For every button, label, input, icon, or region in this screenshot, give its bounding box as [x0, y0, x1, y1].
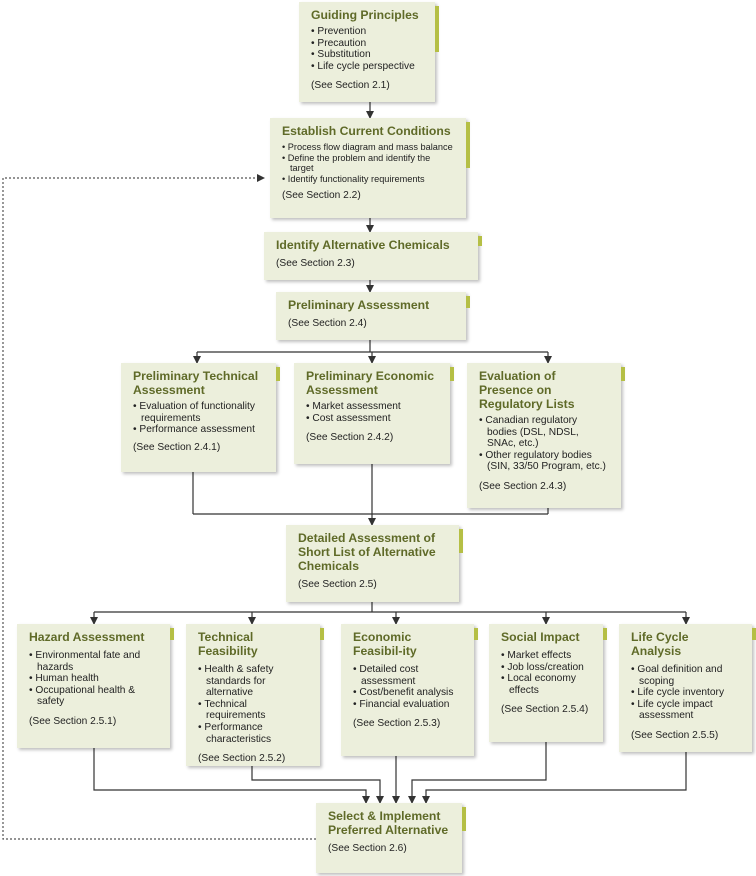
- list-item: Performance characteristics: [198, 722, 308, 745]
- list-item: Local economy effects: [501, 673, 591, 696]
- list-item: Life cycle inventory: [631, 687, 740, 699]
- node-items: Evaluation of functionality requirements…: [133, 401, 264, 436]
- list-item: Technical requirements: [198, 699, 308, 722]
- node-title: Evaluation of Presence on Regulatory Lis…: [479, 369, 575, 411]
- node-title: Life Cycle Analysis: [631, 630, 689, 658]
- list-item: Other regulatory bodies (SIN, 33/50 Prog…: [479, 450, 609, 473]
- node-identify-alternative-chemicals: Identify Alternative Chemicals (See Sect…: [264, 232, 482, 280]
- list-item: Canadian regulatory bodies (DSL, NDSL, S…: [479, 415, 609, 450]
- node-technical-feasibility: Technical Feasibility Health & safety st…: [186, 624, 324, 766]
- list-item: Cost assessment: [306, 413, 438, 425]
- list-item: Cost/benefit analysis: [353, 687, 462, 699]
- list-item: Prevention: [311, 26, 423, 38]
- list-item: Life cycle impact assessment: [631, 699, 740, 722]
- list-item: Environmental fate and hazards: [29, 650, 158, 673]
- section-reference: (See Section 2.3): [276, 258, 355, 269]
- section-reference: (See Section 2.5.3): [353, 718, 441, 730]
- list-item: Identify functionality requirements: [282, 174, 454, 185]
- node-title: Preliminary Assessment: [288, 298, 430, 312]
- section-reference: (See Section 2.6): [328, 843, 407, 854]
- list-item: Job loss/creation: [501, 662, 591, 674]
- section-reference: (See Section 2.4.1): [133, 441, 221, 453]
- list-item: Evaluation of functionality requirements: [133, 401, 264, 424]
- node-title: Establish Current Conditions: [282, 124, 451, 138]
- node-title: Select & Implement Preferred Alternative: [328, 809, 449, 837]
- section-reference: (See Section 2.5.5): [631, 729, 719, 741]
- node-preliminary-economic-assessment: Preliminary Economic Assessment Market a…: [294, 363, 454, 464]
- node-title: Social Impact: [501, 630, 580, 644]
- section-reference: (See Section 2.5.1): [29, 715, 117, 727]
- list-item: Health & safety standards for alternativ…: [198, 664, 308, 699]
- section-reference: (See Section 2.2): [282, 190, 361, 202]
- node-establish-current-conditions: Establish Current Conditions Process flo…: [270, 118, 470, 218]
- node-social-impact: Social Impact Market effects Job loss/cr…: [489, 624, 607, 742]
- list-item: Financial evaluation: [353, 699, 462, 711]
- section-reference: (See Section 2.1): [311, 80, 390, 92]
- list-item: Substitution: [311, 49, 423, 61]
- node-preliminary-assessment: Preliminary Assessment (See Section 2.4): [276, 292, 470, 340]
- node-items: Goal definition and scoping Life cycle i…: [631, 664, 740, 722]
- list-item: Define the problem and identify the targ…: [282, 153, 454, 174]
- node-economic-feasibility: Economic Feasibil-ity Detailed cost asse…: [341, 624, 478, 756]
- list-item: Detailed cost assessment: [353, 664, 462, 687]
- node-title: Preliminary Technical Assessment: [133, 369, 259, 397]
- node-items: Environmental fate and hazards Human hea…: [29, 650, 158, 708]
- node-guiding-principles: Guiding Principles Prevention Precaution…: [299, 2, 439, 102]
- list-item: Goal definition and scoping: [631, 664, 740, 687]
- node-title: Economic Feasibil-ity: [353, 630, 417, 658]
- section-reference: (See Section 2.4): [288, 318, 367, 329]
- node-regulatory-lists: Evaluation of Presence on Regulatory Lis…: [467, 363, 625, 508]
- section-reference: (See Section 2.4.2): [306, 432, 394, 444]
- node-items: Canadian regulatory bodies (DSL, NDSL, S…: [479, 415, 609, 473]
- node-items: Market assessment Cost assessment: [306, 401, 438, 424]
- list-item: Process flow diagram and mass balance: [282, 142, 454, 153]
- node-items: Detailed cost assessment Cost/benefit an…: [353, 664, 462, 710]
- node-title: Detailed Assessment of Short List of Alt…: [298, 531, 436, 573]
- node-title: Technical Feasibility: [198, 630, 258, 658]
- node-title: Guiding Principles: [311, 8, 419, 22]
- node-preliminary-technical-assessment: Preliminary Technical Assessment Evaluat…: [121, 363, 280, 472]
- section-reference: (See Section 2.5.4): [501, 704, 589, 716]
- node-title: Hazard Assessment: [29, 630, 145, 644]
- list-item: Life cycle perspective: [311, 61, 423, 73]
- list-item: Market effects: [501, 650, 591, 662]
- node-items: Process flow diagram and mass balance De…: [282, 142, 454, 184]
- node-hazard-assessment: Hazard Assessment Environmental fate and…: [17, 624, 174, 748]
- list-item: Market assessment: [306, 401, 438, 413]
- node-title: Preliminary Economic Assessment: [306, 369, 435, 397]
- node-items: Prevention Precaution Substitution Life …: [311, 26, 423, 72]
- list-item: Performance assessment: [133, 424, 264, 436]
- list-item: Precaution: [311, 38, 423, 50]
- node-life-cycle-analysis: Life Cycle Analysis Goal definition and …: [619, 624, 756, 752]
- node-title: Identify Alternative Chemicals: [276, 238, 450, 252]
- node-detailed-assessment: Detailed Assessment of Short List of Alt…: [286, 525, 463, 602]
- node-items: Market effects Job loss/creation Local e…: [501, 650, 591, 696]
- node-select-implement: Select & Implement Preferred Alternative…: [316, 803, 466, 873]
- node-items: Health & safety standards for alternativ…: [198, 664, 308, 745]
- list-item: Human health: [29, 673, 158, 685]
- list-item: Occupational health & safety: [29, 685, 158, 708]
- section-reference: (See Section 2.5): [298, 579, 377, 590]
- section-reference: (See Section 2.5.2): [198, 753, 286, 765]
- section-reference: (See Section 2.4.3): [479, 480, 567, 492]
